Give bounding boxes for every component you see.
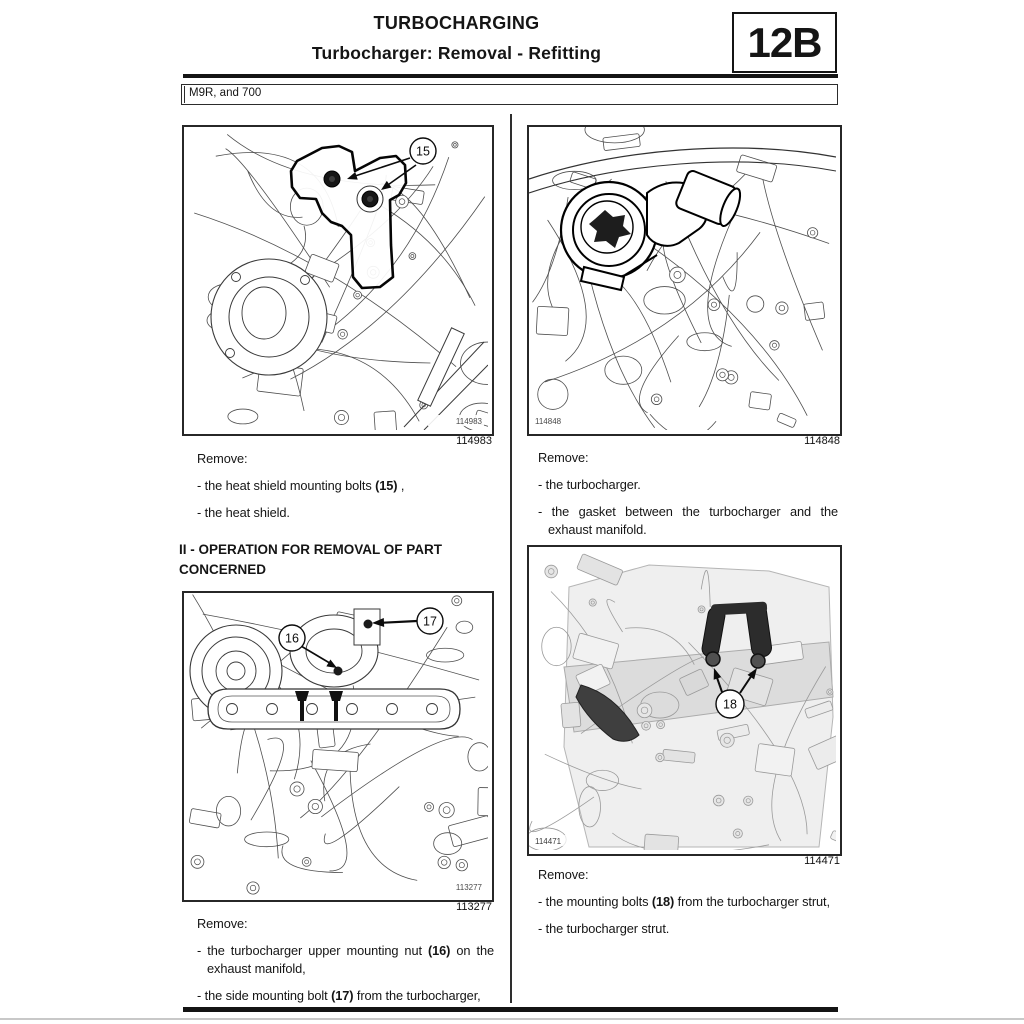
- bullet-dash: -: [197, 505, 205, 520]
- instructions-heat-shield: Remove: - the heat shield mounting bolts…: [197, 450, 489, 531]
- figure-strut-illustration: 18 114471: [529, 553, 836, 850]
- callout-17-circle: [416, 607, 444, 635]
- bullet-dash: -: [538, 477, 546, 492]
- model-bar-tick: [184, 86, 185, 103]
- instruction-item: - the heat shield mounting bolts (15) ,: [197, 478, 405, 493]
- strut-bolt-2: [750, 653, 766, 669]
- page-subtitle: Turbocharger: Removal - Refitting: [311, 43, 602, 63]
- figure-heat-shield: 15 114983: [182, 125, 494, 436]
- figure-turbocharger: 114848: [527, 125, 842, 436]
- instruction-item: - the turbocharger strut.: [538, 921, 670, 936]
- bullet-dash: -: [197, 987, 205, 1003]
- figure4-number: 114471: [804, 855, 840, 867]
- figure2-inner-number: 114848: [535, 417, 562, 426]
- strut-bolt-1: [705, 651, 721, 667]
- side-mounting-bolt: [363, 619, 373, 629]
- bullet-dash: -: [197, 478, 205, 493]
- callout-18-circle: [715, 689, 745, 719]
- callout-16-circle: [278, 624, 306, 652]
- remove-heading: Remove:: [538, 867, 589, 882]
- header-rule: [183, 74, 838, 78]
- figure-mounting-illustration: 16 17 113277: [188, 594, 488, 895]
- instructions-mounting: Remove: - the turbocharger upper mountin…: [197, 915, 494, 1014]
- figure2-number: 114848: [804, 435, 840, 447]
- figure1-inner-number: 114983: [456, 417, 483, 426]
- bullet-dash: -: [197, 943, 208, 958]
- instruction-item: - the heat shield.: [197, 505, 290, 520]
- remove-heading: Remove:: [538, 450, 589, 465]
- instructions-strut: Remove: - the mounting bolts (18) from t…: [538, 866, 840, 947]
- figure-turbocharger-illustration: 114848: [529, 127, 836, 430]
- instruction-item: - the turbocharger.: [538, 477, 641, 492]
- callout-17-label: 17: [423, 615, 437, 629]
- section-code: 12B: [747, 18, 822, 66]
- figure3-number: 113277: [456, 901, 492, 913]
- footer-rule: [183, 1007, 838, 1012]
- figure-heat-shield-illustration: 15 114983: [194, 134, 488, 430]
- figure3-inner-number: 113277: [456, 883, 483, 892]
- instruction-item: - the side mounting bolt (17) from the t…: [197, 987, 481, 1003]
- section-heading: II - OPERATION FOR REMOVAL OF PART CONCE…: [179, 542, 442, 577]
- figure4-inner-number: 114471: [535, 837, 562, 846]
- callout-15-label: 15: [416, 145, 430, 159]
- callout-15-circle: [409, 137, 437, 165]
- figure1-number: 114983: [456, 435, 492, 447]
- instruction-item: - the mounting bolts (18) from the turbo…: [538, 894, 830, 909]
- instruction-item: - the turbocharger upper mounting nut (1…: [197, 943, 495, 976]
- instruction-item: - the gasket between the turbocharger an…: [538, 504, 838, 537]
- page-edge-line: [0, 1018, 1024, 1020]
- remove-heading: Remove:: [197, 451, 248, 466]
- bullet-dash: -: [538, 921, 546, 936]
- exhaust-downpipe: [575, 684, 640, 742]
- upper-mounting-nut: [333, 666, 343, 676]
- bullet-dash: -: [538, 504, 552, 519]
- model-bar: M9R, and 700: [181, 84, 838, 105]
- section-code-box: 12B: [732, 12, 837, 73]
- figure-mounting-nut-bolt: 16 17 113277: [182, 591, 494, 902]
- page-title: TURBOCHARGING: [373, 13, 540, 33]
- column-divider: [510, 114, 512, 1003]
- instructions-turbocharger: Remove: - the turbocharger. - the gasket…: [538, 449, 838, 548]
- model-bar-label: M9R, and 700: [189, 87, 262, 99]
- callout-16-label: 16: [285, 632, 299, 646]
- heat-shield-outline: [289, 144, 408, 290]
- bullet-dash: -: [538, 894, 546, 909]
- figure-turbo-strut: 18 114471: [527, 545, 842, 856]
- callout-18-label: 18: [723, 698, 737, 712]
- remove-heading: Remove:: [197, 916, 248, 931]
